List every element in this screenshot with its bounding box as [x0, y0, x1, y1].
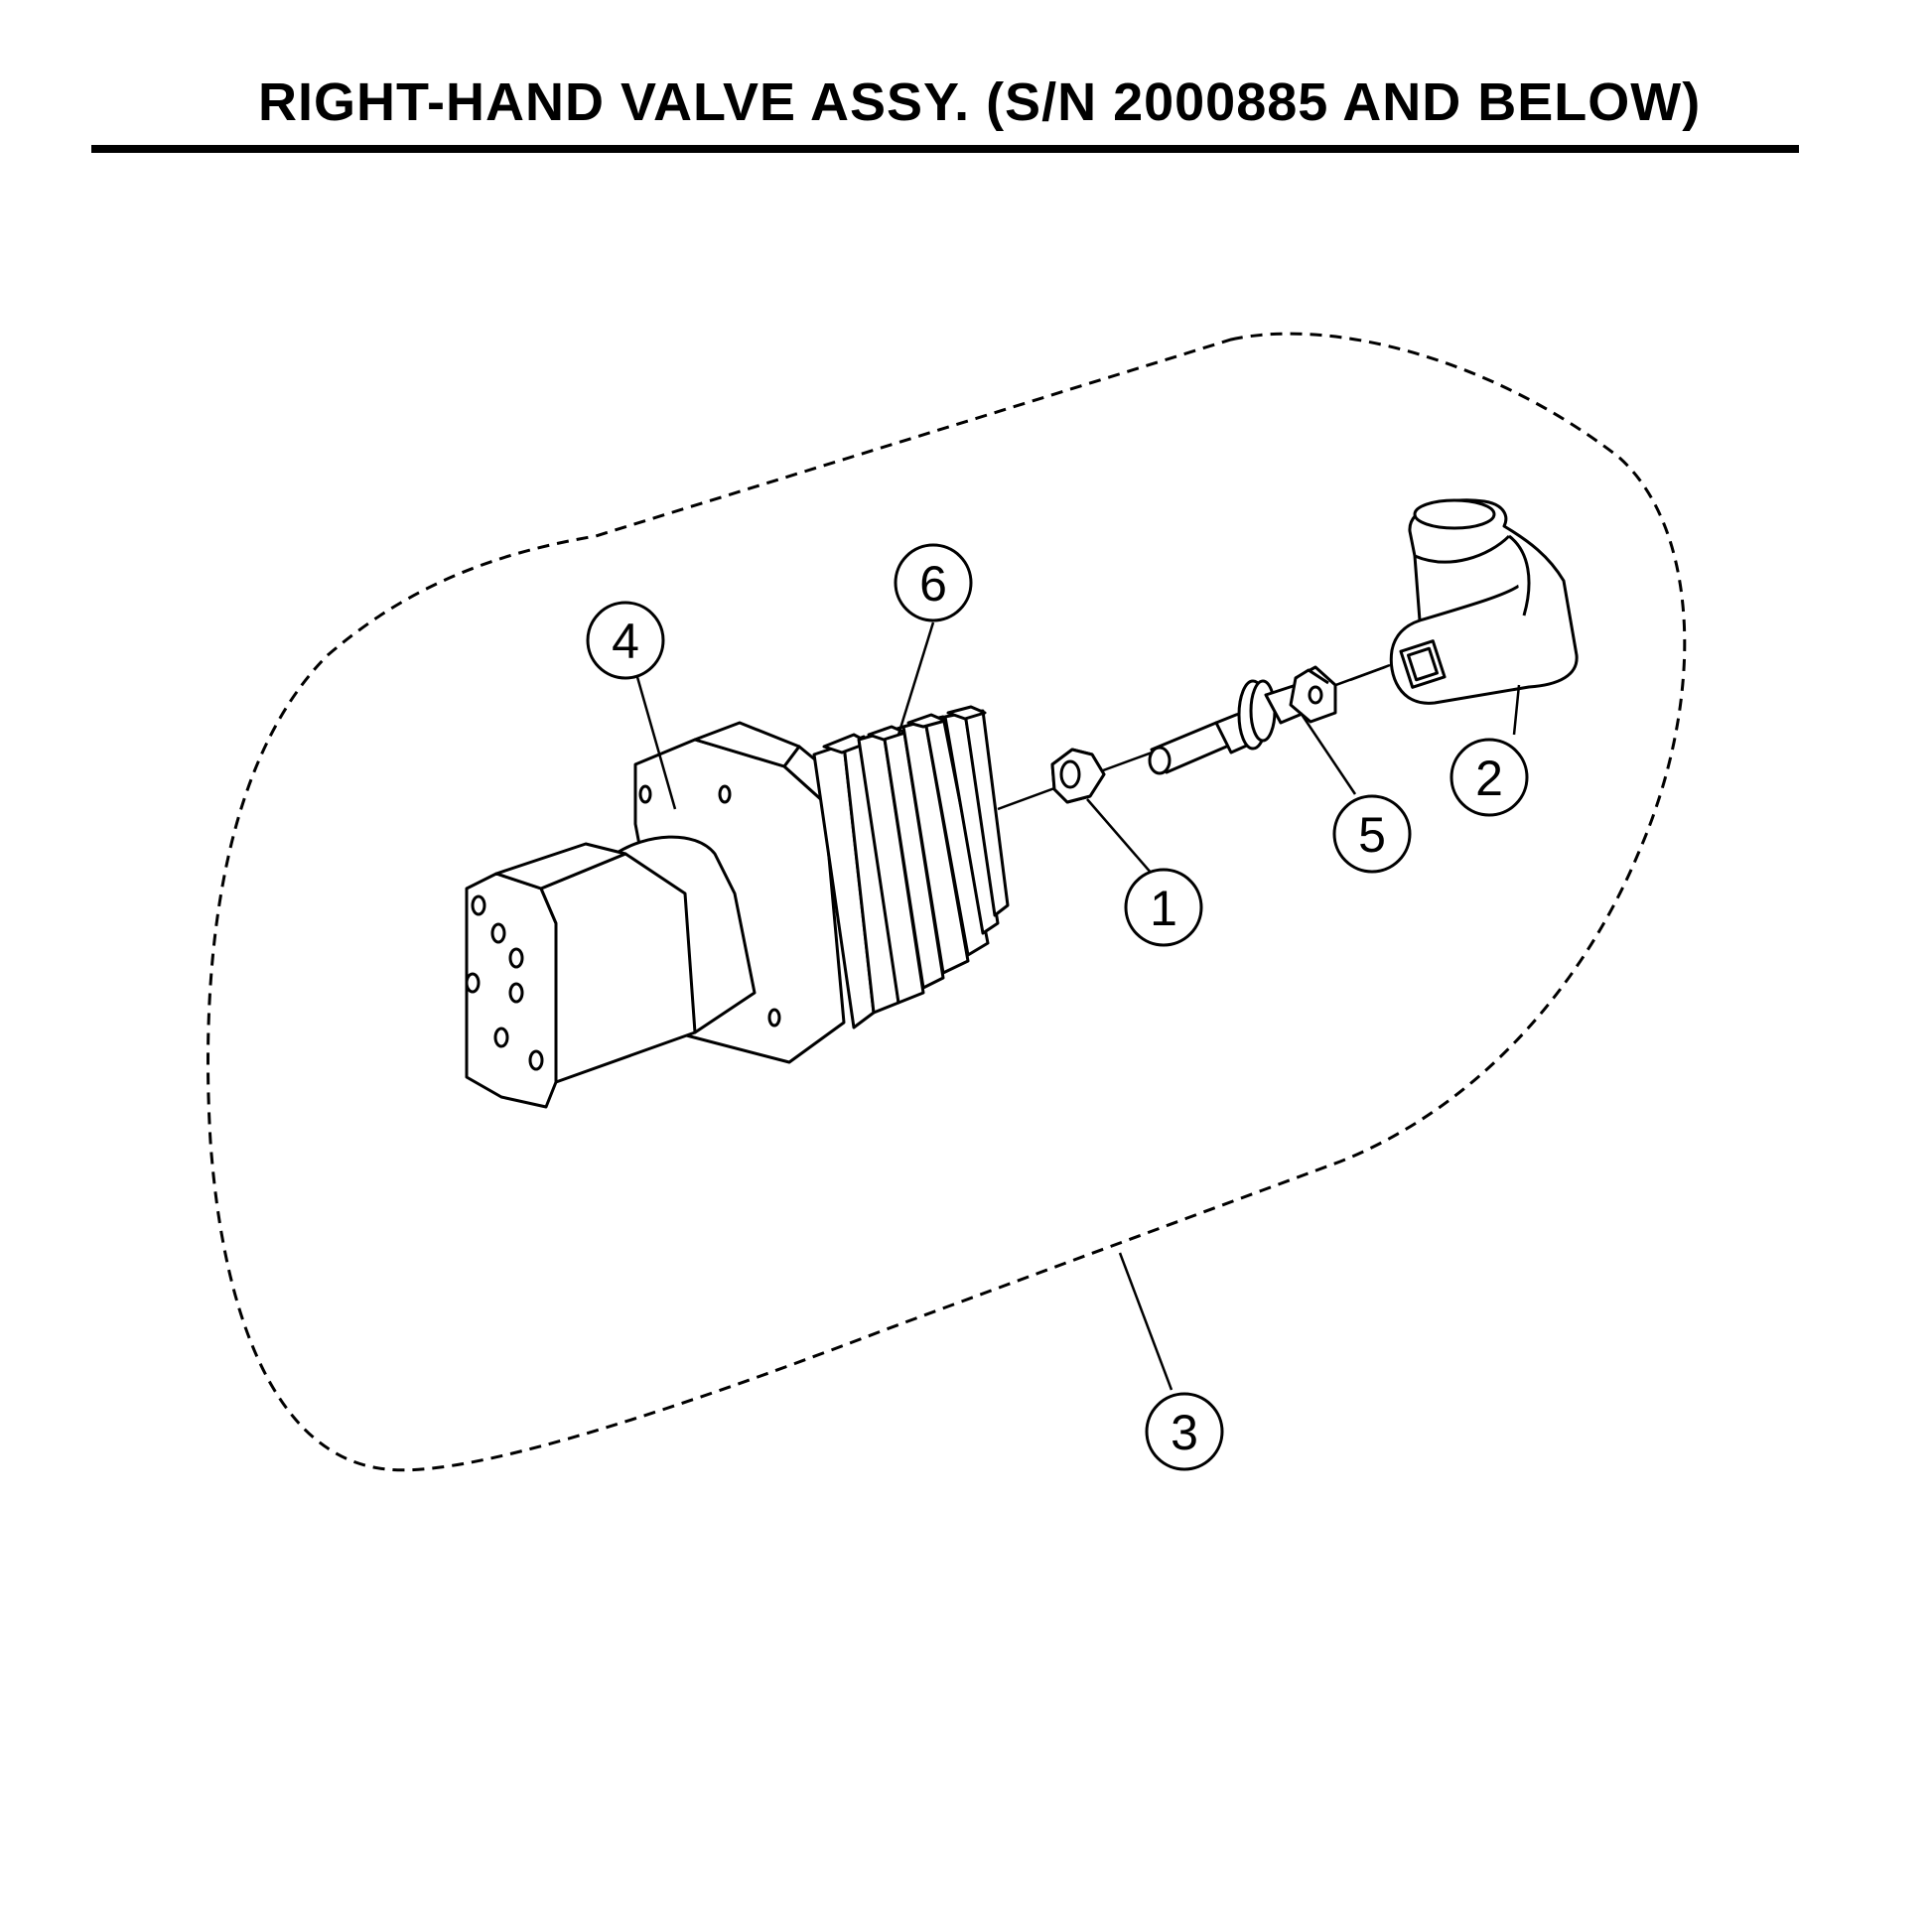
callout-3: 3 [1145, 1392, 1224, 1471]
callout-label-5: 5 [1358, 807, 1386, 863]
callout-2: 2 [1449, 738, 1529, 817]
leader-line-1 [1086, 798, 1153, 875]
leader-line-4 [635, 676, 677, 810]
callout-5: 5 [1332, 794, 1412, 874]
callout-label-4: 4 [612, 614, 639, 669]
callout-4: 4 [586, 601, 665, 680]
assembly-axis-line-end [1349, 665, 1386, 682]
callout-label-2: 2 [1475, 751, 1503, 806]
leader-lines [635, 621, 1521, 1391]
leader-line-2 [1512, 684, 1521, 736]
callout-6: 6 [894, 543, 973, 622]
callout-label-1: 1 [1150, 881, 1177, 936]
handle-cap-part [1389, 498, 1579, 705]
nut-part [1050, 748, 1106, 804]
leader-line-5 [1299, 712, 1357, 795]
title-rule [91, 145, 1799, 153]
leader-line-6 [897, 621, 935, 736]
page-title: RIGHT-HAND VALVE ASSY. (S/N 2000885 AND … [258, 72, 1702, 132]
leader-line-3 [1118, 1252, 1173, 1391]
callout-1: 1 [1124, 868, 1203, 947]
boot-bellows-part [812, 705, 1010, 1029]
assembly-boundary-dashed [207, 332, 1687, 1472]
callout-label-6: 6 [919, 556, 947, 612]
callout-label-3: 3 [1171, 1405, 1198, 1460]
plunger-part [1148, 665, 1337, 775]
valve-body-part [465, 721, 846, 1109]
